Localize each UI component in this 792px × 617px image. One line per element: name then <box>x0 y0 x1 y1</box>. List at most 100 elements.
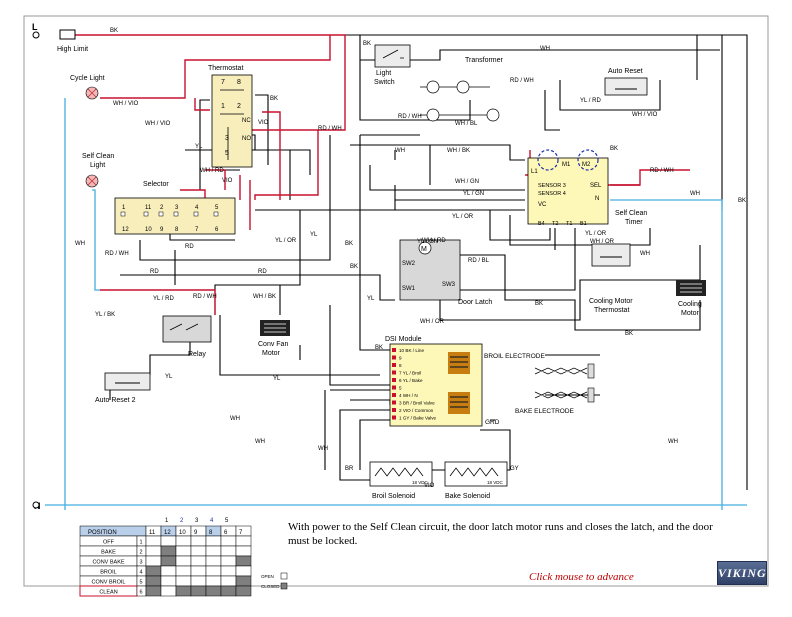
pos-cell-closed <box>205 585 222 597</box>
bake-electrode-label: BAKE ELECTRODE <box>515 408 575 415</box>
dsi-pin-label: 8 <box>399 363 402 368</box>
timer-m2-highlight <box>577 149 599 171</box>
wl-wh-sel: WH <box>75 241 85 247</box>
wl-rd-wh-t2: RD / WH <box>398 114 422 120</box>
wl-wh-or-dl: WH / OR <box>420 319 445 325</box>
wl-bk-timer: BK <box>610 146 618 152</box>
therm-pin-1: 1 <box>221 103 225 110</box>
pos-col-label: 10 <box>179 530 186 536</box>
pos-col-label: 9 <box>194 530 198 536</box>
wl-vio-sel: VIO <box>222 178 233 184</box>
wl-rd-wh-1: RD / WH <box>318 126 342 132</box>
auto-reset-2: Auto Reset 2 <box>95 372 151 404</box>
pos-cell-closed <box>235 575 252 587</box>
wl-wh-bl: WH / BL <box>455 121 478 127</box>
wl-rd-wh-sel: RD / WH <box>105 251 129 257</box>
selector-label: Selector <box>143 181 169 188</box>
wl-wh-bk: WH / BK <box>447 148 470 154</box>
wl-vio-therm: VIO <box>258 120 269 126</box>
pos-row-name: CONV BROIL <box>92 580 126 586</box>
wl-bk-dsi: BK <box>375 345 383 351</box>
pos-top-number: 3 <box>195 518 199 524</box>
pos-cell-closed <box>145 575 162 587</box>
pos-cell-open <box>160 565 177 577</box>
pos-cell-open <box>190 535 207 547</box>
timer-label-2: Timer <box>625 219 643 226</box>
wl-bk-sel: BK <box>345 241 353 247</box>
pos-cell-open <box>175 575 192 587</box>
cooling-therm-label-2: Thermostat <box>594 307 629 314</box>
selector-pin-bottom: 7 <box>195 227 199 233</box>
pos-cell-open <box>205 575 222 587</box>
wl-wh-mid: WH <box>395 148 405 154</box>
wl-yl-rd: YL / RD <box>580 98 601 104</box>
selector-terminal <box>173 211 179 217</box>
wl-yl-gn: YL / GN <box>463 191 484 197</box>
pos-cell-closed <box>190 585 207 597</box>
wl-bk-top: BK <box>110 28 118 34</box>
wl-wh-rd: WH / RD <box>200 168 224 174</box>
pos-cell-open <box>175 545 192 557</box>
broil-solenoid: 18 VDC Broil Solenoid <box>369 461 433 500</box>
wl-rd-wh-timer: RD / WH <box>650 168 674 174</box>
wl-wh-rd-2: WH / RD <box>422 238 446 244</box>
cooling-motor-label-2: Motor <box>681 310 700 317</box>
timer-m1-highlight <box>537 149 559 171</box>
bake-solenoid-label: Bake Solenoid <box>445 493 490 500</box>
therm-no: NO <box>242 136 251 142</box>
dsi-pin-label: 3 BR / Broil Valve <box>399 401 435 406</box>
pos-cell-open <box>220 565 237 577</box>
wl-yl-sel: YL <box>310 232 318 238</box>
wl-rd-wh-t: RD / WH <box>510 78 534 84</box>
pos-cell-open <box>205 565 222 577</box>
pos-cell-open <box>145 545 162 557</box>
pos-top-number: 4 <box>210 518 214 524</box>
wl-rd-bl: RD / BL <box>468 258 490 264</box>
dsi-pin-terminal <box>392 378 396 382</box>
selector-pin-top: 2 <box>160 205 164 211</box>
wl-bk-cm: BK <box>535 301 543 307</box>
selector-terminal <box>193 211 199 217</box>
pos-col-label: 6 <box>224 530 228 536</box>
thermostat: Thermostat 7 8 1 2 3 5 NC NO <box>208 65 253 168</box>
selector-pin-top: 5 <box>215 205 219 211</box>
pos-col-label: 7 <box>239 530 243 536</box>
door-latch-sw3: SW3 <box>442 282 456 288</box>
dsi-broil-transformer <box>448 352 470 374</box>
legend-open-label: OPEN <box>261 574 274 579</box>
slide-caption: With power to the Self Clean circuit, th… <box>288 521 713 547</box>
wl-bk-cm2: BK <box>625 331 633 337</box>
timer-sensor3: SENSOR 3 <box>538 183 566 189</box>
timer-l1: L1 <box>531 169 538 175</box>
wl-vio-sol: VIO <box>424 483 435 489</box>
grd-label: GRD <box>485 419 500 426</box>
timer-n: N <box>595 196 599 202</box>
wl-yl-gn-dl: YL / GN <box>417 239 438 245</box>
pos-cell-open <box>220 535 237 547</box>
selector-pin-top: 4 <box>195 205 199 211</box>
dsi-pin-terminal <box>392 348 396 352</box>
dsi-pin-terminal <box>392 400 396 405</box>
pos-row-num: 4 <box>140 570 143 576</box>
door-latch-label: Door Latch <box>458 299 492 306</box>
dsi-pin-terminal <box>392 355 396 360</box>
wl-rd-sel2: RD <box>150 269 159 275</box>
wl-yl-or-3: YL / OR <box>275 238 297 244</box>
pos-cell-open <box>190 555 207 567</box>
pos-cell-open <box>145 555 162 567</box>
high-limit-label: High Limit <box>57 46 88 53</box>
wl-wh-2: WH <box>255 439 265 445</box>
pos-cell-open <box>235 545 252 557</box>
wl-bk-dl: BK <box>350 264 358 270</box>
legend-closed-label: CLOSED <box>261 584 280 589</box>
selector-pin-bottom: 12 <box>122 227 129 233</box>
advance-link[interactable]: Click mouse to advance <box>529 571 634 583</box>
dsi-pin-label: 6 YL / Bake <box>399 378 423 383</box>
wl-yl-or-1: YL / OR <box>452 214 474 220</box>
wl-wh-right: WH <box>690 191 700 197</box>
auto-reset: Auto Reset <box>604 68 648 96</box>
pos-row-name: CONV BAKE <box>92 560 124 566</box>
broil-solenoid-vdc: 18 VDC <box>412 480 429 485</box>
